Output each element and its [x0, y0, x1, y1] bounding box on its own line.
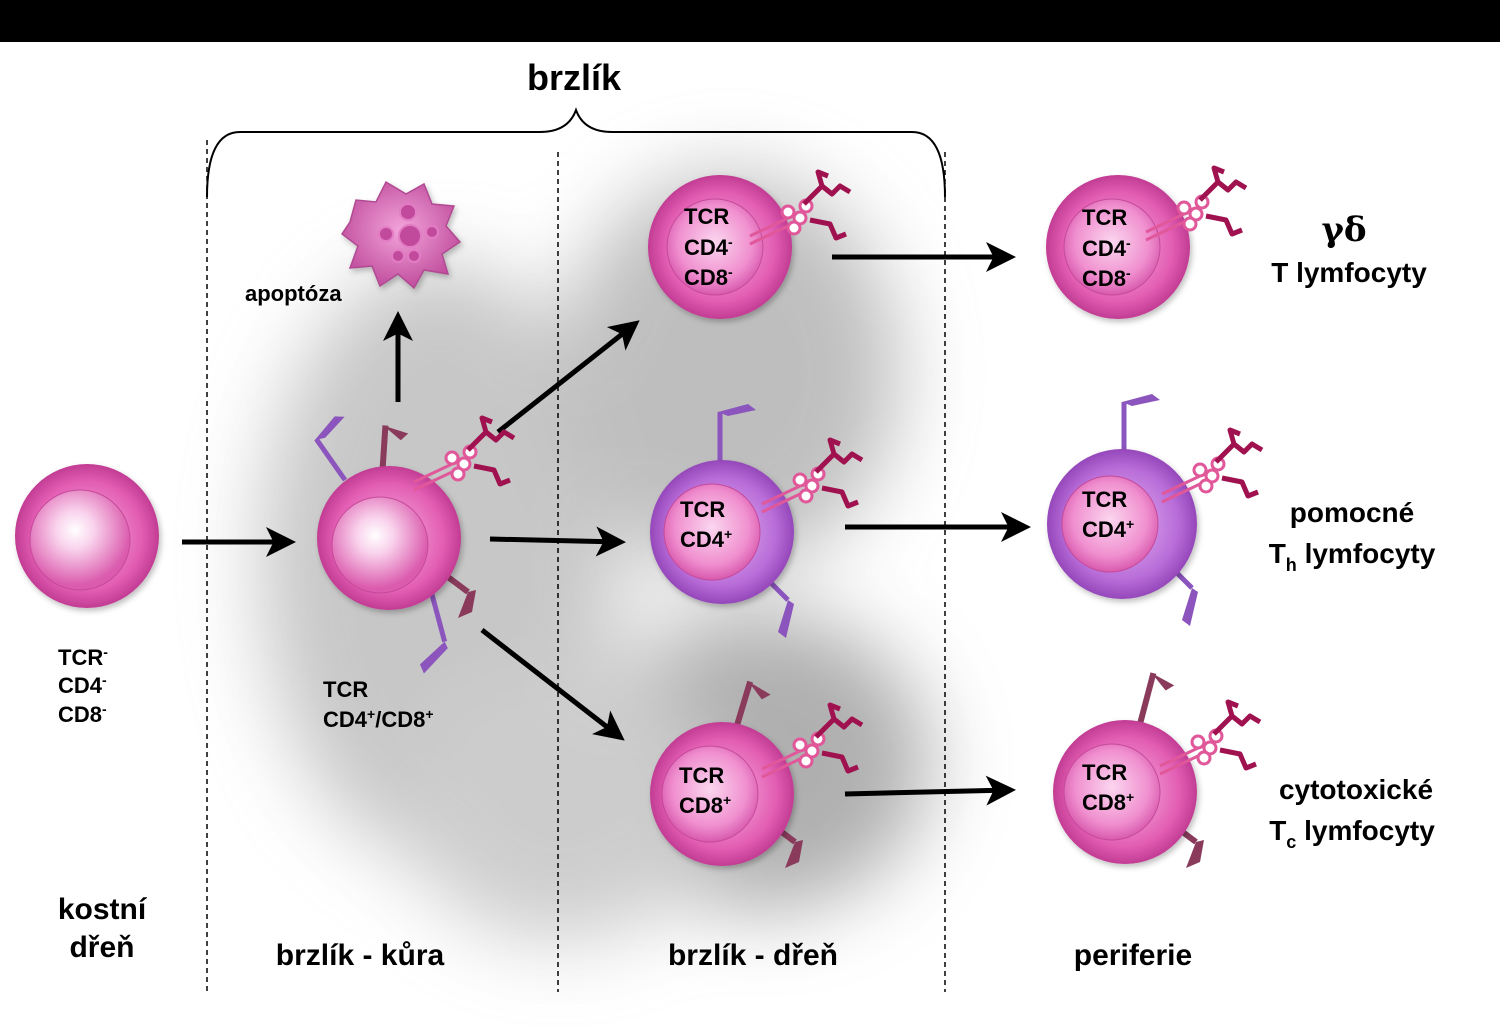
bone-marrow-cell-label-3: CD8- [58, 701, 107, 727]
diagram-canvas: brzlík apoptóza [0, 42, 1500, 1029]
bone-marrow-cell-label-2: CD4- [58, 672, 107, 698]
medulla-cd4-label-1: TCR [680, 497, 725, 522]
medulla-cd4-cell [650, 404, 862, 638]
periphery-dn-label-3: CD8- [1082, 265, 1131, 291]
cortex-cell [310, 412, 514, 678]
top-bar [0, 0, 1500, 42]
gamma-delta-label: γδ [1321, 210, 1366, 250]
bone-marrow-cell-label-1: TCR- [58, 644, 108, 670]
gamma-delta-sublabel: T lymfocyty [1271, 257, 1427, 288]
periphery-cd8-label-1: TCR [1082, 760, 1127, 785]
thymus-title: brzlík [527, 57, 622, 98]
helper-label: pomocné [1290, 497, 1414, 528]
region-bone-marrow-label-2: dřeň [69, 931, 134, 964]
medulla-cd4-label-2: CD4+ [680, 526, 732, 552]
bone-marrow-cell [15, 464, 159, 608]
cd4-receptor-icon [1122, 394, 1160, 452]
periphery-cd4-label-1: TCR [1082, 487, 1127, 512]
medulla-cd8-cell [650, 681, 862, 868]
periphery-cd8-cell [1053, 672, 1260, 868]
region-bone-marrow-label-1: kostní [58, 893, 148, 926]
periphery-cd8-label-2: CD8+ [1082, 789, 1134, 815]
apoptosis-label: apoptóza [245, 281, 342, 306]
arrow-to-medulla-dn [496, 320, 640, 434]
cortex-cell-label-1: TCR [323, 677, 368, 702]
t-cell-development-diagram: brzlík apoptóza [15, 57, 1436, 992]
region-cortex-label: brzlík - kůra [276, 939, 445, 972]
periphery-dn-label-1: TCR [1082, 205, 1127, 230]
medulla-dn-label-3: CD8- [684, 264, 733, 290]
medulla-cd8-label-2: CD8+ [679, 792, 731, 818]
medulla-dn-label-2: CD4- [684, 234, 733, 260]
medulla-cd8-label-1: TCR [679, 763, 724, 788]
medulla-dn-cell [648, 172, 850, 319]
cortex-cell-label-2: CD4+/CD8+ [323, 706, 434, 732]
cytotoxic-sublabel: Tc lymfocyty [1269, 815, 1435, 852]
arrow-to-medulla-cd8 [480, 628, 625, 741]
arrows [182, 242, 1031, 806]
region-periphery-label: periferie [1074, 939, 1192, 972]
periphery-dn-label-2: CD4- [1082, 235, 1131, 261]
periphery-cd4-cell [1047, 394, 1262, 626]
cytotoxic-label: cytotoxické [1279, 774, 1433, 805]
periphery-cd4-label-2: CD4+ [1082, 516, 1134, 542]
helper-sublabel: Th lymfocyty [1269, 538, 1436, 575]
thymus-bracket [206, 107, 946, 198]
periphery-dn-cell [1046, 168, 1246, 319]
arrow-to-periphery-cd8 [844, 775, 1016, 806]
arrow-to-medulla-cd4 [489, 526, 626, 557]
medulla-dn-label-1: TCR [684, 204, 729, 229]
cd8-receptor-icon [1140, 672, 1175, 727]
apoptotic-cell-icon [340, 180, 462, 290]
region-medulla-label: brzlík - dřeň [668, 939, 838, 972]
